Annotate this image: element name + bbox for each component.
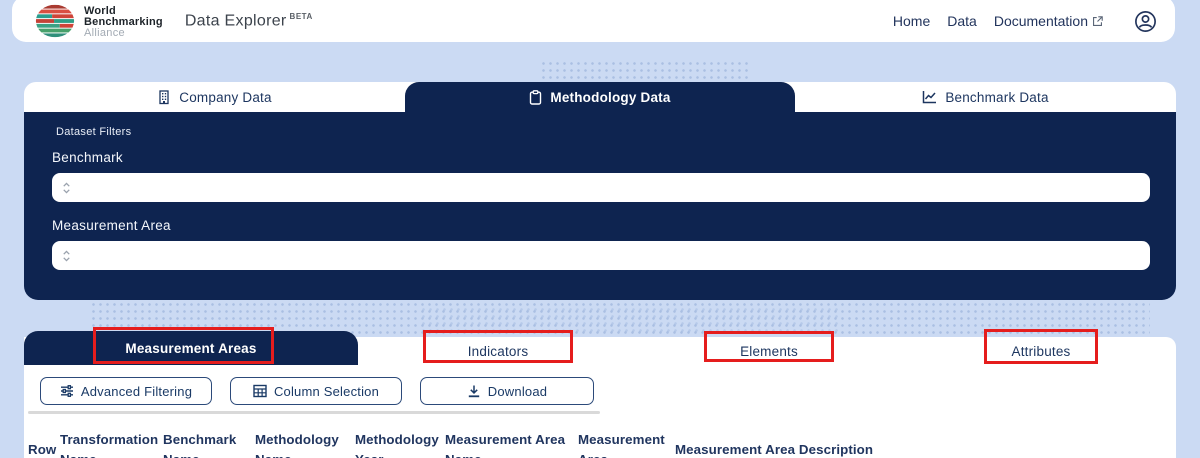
- chevron-up-down-icon: [63, 182, 70, 193]
- column-header-measurement-area-description[interactable]: Measurement Area Description: [675, 442, 874, 457]
- tab-elements[interactable]: Elements: [740, 344, 798, 359]
- map-dots-decoration: [90, 301, 1150, 335]
- table-header-row: Row Transformation Name Benchmark Name M…: [28, 417, 975, 458]
- tab-benchmark-data-label: Benchmark Data: [945, 89, 1049, 105]
- dataset-filters-caption: Dataset Filters: [56, 126, 132, 138]
- tab-benchmark-data[interactable]: Benchmark Data: [795, 82, 1176, 112]
- tab-methodology-data[interactable]: Methodology Data: [405, 82, 795, 112]
- dataset-tab-bar: Company Data Methodology Data Benchmark …: [24, 82, 1176, 112]
- column-header-transformation-name[interactable]: Transformation Name: [60, 432, 159, 458]
- logo-line-benchmarking: Benchmarking: [84, 15, 163, 28]
- download-icon: [468, 385, 479, 398]
- clipboard-icon: [530, 89, 542, 105]
- table-grid-icon: [253, 384, 267, 398]
- sliders-icon: [60, 385, 73, 397]
- external-link-icon: [1093, 15, 1103, 26]
- column-selection-button[interactable]: Column Selection: [230, 377, 402, 405]
- nav-documentation-label: Documentation: [993, 13, 1088, 29]
- column-selection-label: Column Selection: [273, 383, 380, 399]
- wba-globe-icon: [35, 4, 75, 38]
- top-nav: Home Data Documentation: [893, 10, 1157, 33]
- tab-attributes[interactable]: Attributes: [1011, 344, 1071, 359]
- line-chart-icon: [923, 91, 937, 104]
- advanced-filtering-button[interactable]: Advanced Filtering: [40, 377, 212, 405]
- account-button[interactable]: [1134, 10, 1157, 33]
- column-header-methodology-name[interactable]: Methodology Name: [255, 432, 339, 458]
- wba-logo-text: World Benchmarking Alliance: [84, 4, 163, 39]
- tab-measurement-areas[interactable]: Measurement Areas: [24, 331, 358, 365]
- tab-methodology-data-label: Methodology Data: [550, 89, 671, 105]
- user-circle-icon: [1135, 10, 1156, 32]
- chevron-up-down-icon: [63, 250, 70, 261]
- logo-line-alliance: Alliance: [84, 26, 125, 39]
- dataset-filters-panel: Dataset Filters Benchmark Measurement Ar…: [24, 112, 1176, 300]
- benchmark-filter-label: Benchmark: [52, 150, 123, 165]
- benchmark-filter-select[interactable]: [52, 173, 1150, 202]
- advanced-filtering-label: Advanced Filtering: [80, 383, 193, 399]
- table-content-area: Advanced Filtering Column Selection Down…: [24, 365, 1176, 458]
- measurement-area-filter-select[interactable]: [52, 241, 1150, 270]
- wba-logo[interactable]: World Benchmarking Alliance: [34, 3, 163, 39]
- horizontal-scrollbar[interactable]: [28, 411, 600, 414]
- download-button[interactable]: Download: [420, 377, 594, 405]
- map-dots-decoration: [540, 60, 750, 80]
- tab-measurement-areas-label: Measurement Areas: [125, 340, 257, 356]
- beta-badge: BETA: [289, 11, 313, 21]
- measurement-area-filter-label: Measurement Area: [52, 218, 171, 233]
- column-header-measurement-area-name[interactable]: Measurement Area Name: [445, 432, 566, 458]
- tab-indicators[interactable]: Indicators: [467, 344, 529, 359]
- download-label: Download: [487, 383, 548, 399]
- map-dots-decoration: [420, 306, 840, 332]
- tab-company-data[interactable]: Company Data: [24, 82, 405, 112]
- column-header-measurement-area[interactable]: Measurement Area: [578, 432, 665, 458]
- nav-documentation[interactable]: Documentation: [994, 13, 1103, 29]
- logo-line-world: World: [84, 4, 116, 17]
- building-icon: [159, 89, 169, 104]
- tab-company-data-label: Company Data: [179, 89, 272, 105]
- column-header-row[interactable]: Row: [28, 442, 57, 457]
- column-header-methodology-year[interactable]: Methodology Year: [355, 432, 439, 458]
- column-header-benchmark-name[interactable]: Benchmark Name: [163, 432, 237, 458]
- nav-home[interactable]: Home: [892, 13, 931, 29]
- nav-data[interactable]: Data: [947, 13, 977, 29]
- table-toolbar: Advanced Filtering Column Selection Down…: [40, 377, 594, 405]
- app-title-text: Data Explorer: [184, 12, 287, 30]
- top-header-bar: World Benchmarking Alliance Data Explore…: [12, 0, 1175, 42]
